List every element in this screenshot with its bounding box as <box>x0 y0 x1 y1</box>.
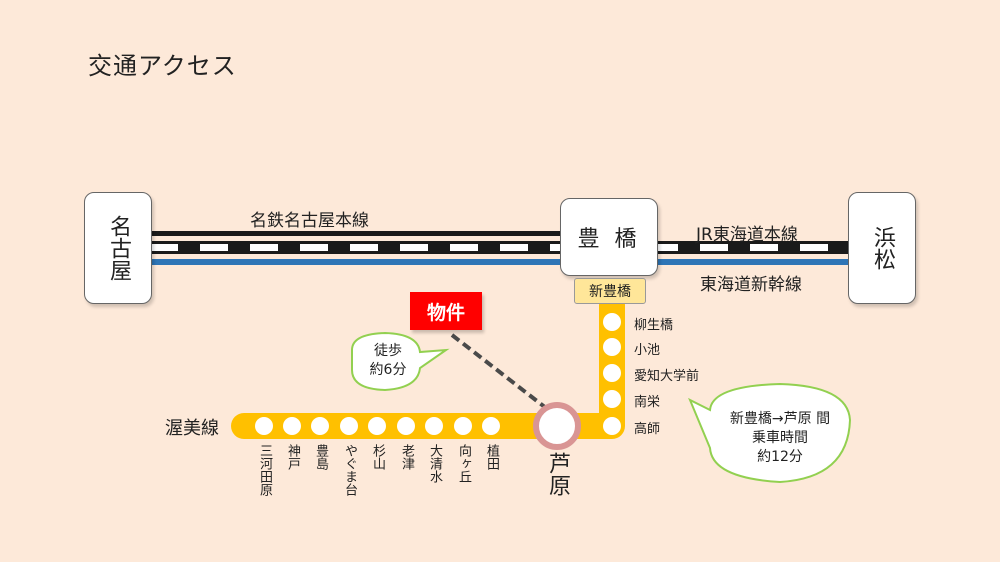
stop-name: 高師 <box>634 422 661 437</box>
stop-dot <box>311 417 329 435</box>
label-jr: JR東海道本線 <box>696 225 798 245</box>
stop-name: 向ヶ丘 <box>456 444 471 483</box>
stop-name: 大清水 <box>427 444 442 483</box>
walk-text-2: 約6分 <box>369 362 407 378</box>
stop-name: 南栄 <box>634 395 661 410</box>
ashihara-station-marker <box>533 402 581 450</box>
stop-dot <box>283 417 301 435</box>
walk-bubble-shape <box>351 331 450 392</box>
station-hamamatsu: 浜松 <box>848 192 916 304</box>
page-title: 交通アクセス <box>88 52 237 80</box>
stop-name: 柳生橋 <box>634 318 674 333</box>
ride-bubble: 新豊橋→芦原 間 乗車時間 約12分 <box>716 410 844 467</box>
stop-name: 杉山 <box>370 444 385 470</box>
walk-text-1: 徒歩 <box>374 343 402 359</box>
stop-name: やぐま台 <box>342 444 357 496</box>
stop-name: 愛知大学前 <box>634 369 700 384</box>
stop-dot <box>255 417 273 435</box>
shinkansen-line <box>150 259 850 265</box>
stop-dot <box>603 364 621 382</box>
walk-bubble: 徒歩 約6分 <box>356 342 420 380</box>
station-toyohashi: 豊 橋 <box>560 198 658 276</box>
stop-dot <box>454 417 472 435</box>
stop-name: 老津 <box>399 444 414 470</box>
stop-dot <box>603 338 621 356</box>
stop-dot <box>482 417 500 435</box>
station-nagoya: 名古屋 <box>84 192 152 304</box>
stop-name: 三河田原 <box>257 444 272 496</box>
ride-text-1: 新豊橋→芦原 間 <box>729 411 831 427</box>
stop-dot <box>340 417 358 435</box>
ride-bubble-shape <box>688 382 852 484</box>
stop-name: 植田 <box>484 444 499 470</box>
stop-dot <box>397 417 415 435</box>
stop-name: 豊島 <box>313 444 328 470</box>
stop-dot <box>603 313 621 331</box>
label-meitetsu: 名鉄名古屋本線 <box>250 211 369 231</box>
stop-dot <box>368 417 386 435</box>
stop-dot <box>603 390 621 408</box>
walk-route-line <box>450 333 548 410</box>
stop-dot <box>425 417 443 435</box>
property-marker: 物件 <box>410 292 482 330</box>
ride-text-2: 乗車時間 <box>752 430 808 446</box>
station-ashihara: 芦原 <box>545 452 570 496</box>
station-shintoyohashi: 新豊橋 <box>574 278 646 304</box>
stop-name: 神戸 <box>285 444 300 470</box>
ride-text-3: 約12分 <box>757 449 803 465</box>
meitetsu-line <box>150 231 562 236</box>
stop-dot <box>603 417 621 435</box>
stop-name: 小池 <box>634 343 661 358</box>
label-atsumi: 渥美線 <box>165 418 219 439</box>
label-shinkansen: 東海道新幹線 <box>700 275 802 295</box>
